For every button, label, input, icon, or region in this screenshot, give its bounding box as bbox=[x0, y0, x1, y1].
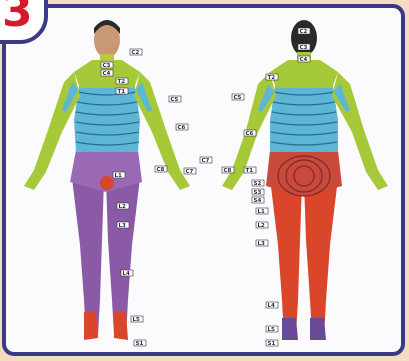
front-label-s1: S1 bbox=[134, 340, 146, 347]
back-label-c6: C6 bbox=[244, 130, 256, 137]
svg-text:S2: S2 bbox=[254, 181, 262, 187]
svg-text:C3: C3 bbox=[300, 45, 308, 51]
svg-text:L5: L5 bbox=[268, 327, 276, 333]
back-label-c3: C3 bbox=[298, 44, 310, 51]
front-label-c7: C7 bbox=[184, 168, 196, 175]
svg-text:T2: T2 bbox=[268, 75, 276, 81]
back-right-foot bbox=[282, 318, 298, 340]
front-label-t2: T2 bbox=[116, 78, 128, 85]
back-label-s1: S1 bbox=[266, 340, 278, 347]
back-right-leg bbox=[270, 178, 302, 338]
figure-number: 3 bbox=[2, 0, 33, 37]
front-torso bbox=[74, 80, 140, 152]
svg-text:S3: S3 bbox=[254, 190, 262, 196]
svg-text:C7: C7 bbox=[186, 169, 194, 175]
svg-text:C8: C8 bbox=[157, 167, 165, 173]
back-label-l5: L5 bbox=[266, 326, 278, 333]
svg-text:T1: T1 bbox=[118, 89, 126, 95]
back-shoulders bbox=[270, 60, 338, 88]
back-torso bbox=[270, 80, 338, 152]
svg-text:L3: L3 bbox=[258, 241, 266, 247]
back-label-s2: S2 bbox=[252, 180, 264, 187]
back-left-foot bbox=[310, 318, 326, 340]
svg-text:C4: C4 bbox=[103, 71, 111, 77]
svg-text:S4: S4 bbox=[254, 198, 262, 204]
front-label-c2: C2 bbox=[130, 49, 142, 56]
back-label-c2: C2 bbox=[298, 28, 310, 35]
back-label-t1: T1 bbox=[244, 167, 256, 174]
back-left-leg bbox=[304, 178, 338, 338]
svg-text:T2: T2 bbox=[118, 79, 126, 85]
svg-text:C8: C8 bbox=[224, 168, 232, 174]
front-label-l5: L5 bbox=[131, 316, 143, 323]
svg-text:C5: C5 bbox=[234, 95, 242, 101]
back-label-t2: T2 bbox=[266, 74, 278, 81]
back-label-l3: L3 bbox=[256, 240, 268, 247]
back-label-l2: L2 bbox=[256, 222, 268, 229]
front-genital-region bbox=[100, 176, 114, 190]
back-label-c8: C8 bbox=[222, 167, 234, 174]
svg-text:T1: T1 bbox=[246, 168, 254, 174]
back-label-c4: C4 bbox=[298, 56, 310, 63]
back-label-l1: L1 bbox=[256, 208, 268, 215]
back-body bbox=[222, 20, 388, 340]
svg-text:C7: C7 bbox=[202, 158, 210, 164]
svg-text:C6: C6 bbox=[246, 131, 254, 137]
front-label-t1: T1 bbox=[116, 88, 128, 95]
svg-text:L2: L2 bbox=[119, 204, 127, 210]
back-label-s3: S3 bbox=[252, 189, 264, 196]
svg-text:L4: L4 bbox=[268, 303, 276, 309]
svg-text:C4: C4 bbox=[300, 57, 308, 63]
svg-text:S1: S1 bbox=[268, 341, 276, 347]
svg-text:C5: C5 bbox=[171, 97, 179, 103]
svg-text:C3: C3 bbox=[103, 63, 111, 69]
svg-text:L5: L5 bbox=[133, 317, 141, 323]
svg-text:S1: S1 bbox=[136, 341, 144, 347]
back-label-l4: L4 bbox=[266, 302, 278, 309]
svg-text:L2: L2 bbox=[258, 223, 266, 229]
svg-text:L1: L1 bbox=[115, 173, 123, 179]
back-label-s4: S4 bbox=[252, 197, 264, 204]
front-label-l1: L1 bbox=[113, 172, 125, 179]
front-label-c8: C8 bbox=[155, 166, 167, 173]
front-left-foot bbox=[114, 312, 128, 340]
svg-text:C2: C2 bbox=[132, 50, 140, 56]
back-label-c7: C7 bbox=[200, 157, 212, 164]
back-label-c5: C5 bbox=[232, 94, 244, 101]
front-label-c5: C5 bbox=[169, 96, 181, 103]
svg-text:C6: C6 bbox=[178, 125, 186, 131]
front-label-c4: C4 bbox=[101, 70, 113, 77]
front-label-l2: L2 bbox=[117, 203, 129, 210]
front-right-foot bbox=[84, 312, 98, 340]
front-label-c3: C3 bbox=[101, 62, 113, 69]
svg-text:C2: C2 bbox=[300, 29, 308, 35]
svg-text:L3: L3 bbox=[119, 223, 127, 229]
front-label-l4: L4 bbox=[121, 270, 133, 277]
svg-text:L1: L1 bbox=[258, 209, 266, 215]
svg-text:L4: L4 bbox=[123, 271, 131, 277]
front-label-l3: L3 bbox=[117, 222, 129, 229]
front-label-c6: C6 bbox=[176, 124, 188, 131]
